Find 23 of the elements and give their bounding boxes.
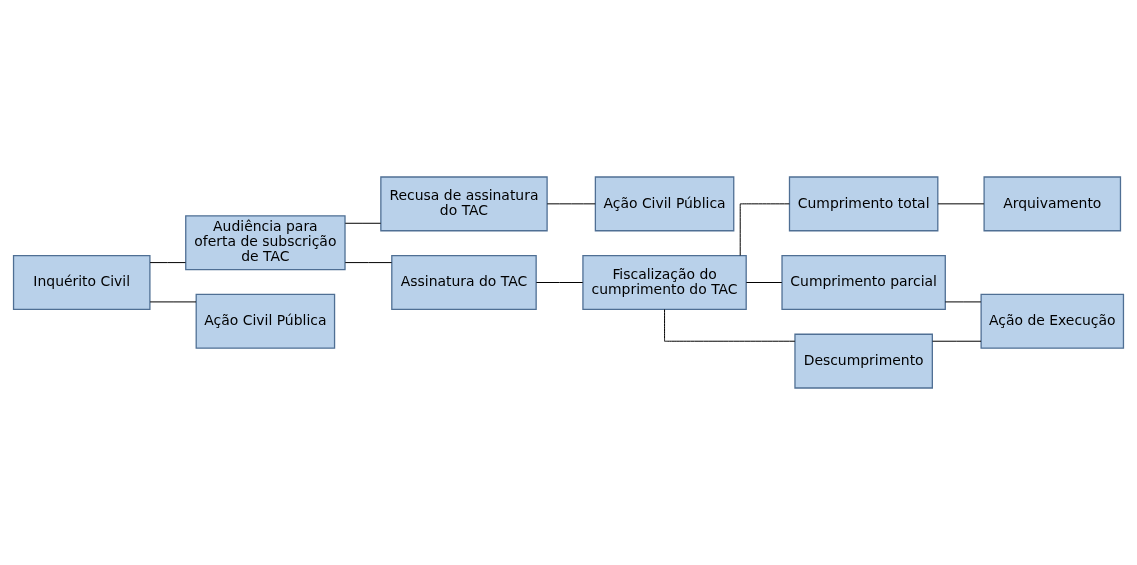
connector <box>149 262 186 264</box>
connector <box>745 282 783 283</box>
node-box: Assinatura do TAC <box>391 254 537 311</box>
connector <box>546 203 596 205</box>
connector <box>149 301 197 303</box>
connector <box>937 203 985 205</box>
connector <box>535 282 584 283</box>
node-box: Fiscalização do cumprimento do TAC <box>582 254 747 311</box>
node-box: Ação Civil Pública <box>594 176 735 232</box>
node-box: Ação Civil Pública <box>195 293 336 349</box>
node-box: Recusa de assinatura do TAC <box>380 176 548 232</box>
node-box: Inquérito Civil <box>12 254 151 311</box>
connector <box>344 262 393 264</box>
node-box: Descumprimento <box>794 333 933 389</box>
connector <box>932 340 982 342</box>
connector <box>739 203 790 256</box>
node-box: Ação de Execução <box>980 293 1125 349</box>
node-box: Audiência para oferta de subscrição de TAC <box>185 215 346 271</box>
connector <box>664 308 796 342</box>
node-box: Cumprimento parcial <box>781 254 946 311</box>
node-box: Arquivamento <box>983 176 1122 232</box>
node-box: Cumprimento total <box>788 176 939 232</box>
connector <box>344 222 382 224</box>
